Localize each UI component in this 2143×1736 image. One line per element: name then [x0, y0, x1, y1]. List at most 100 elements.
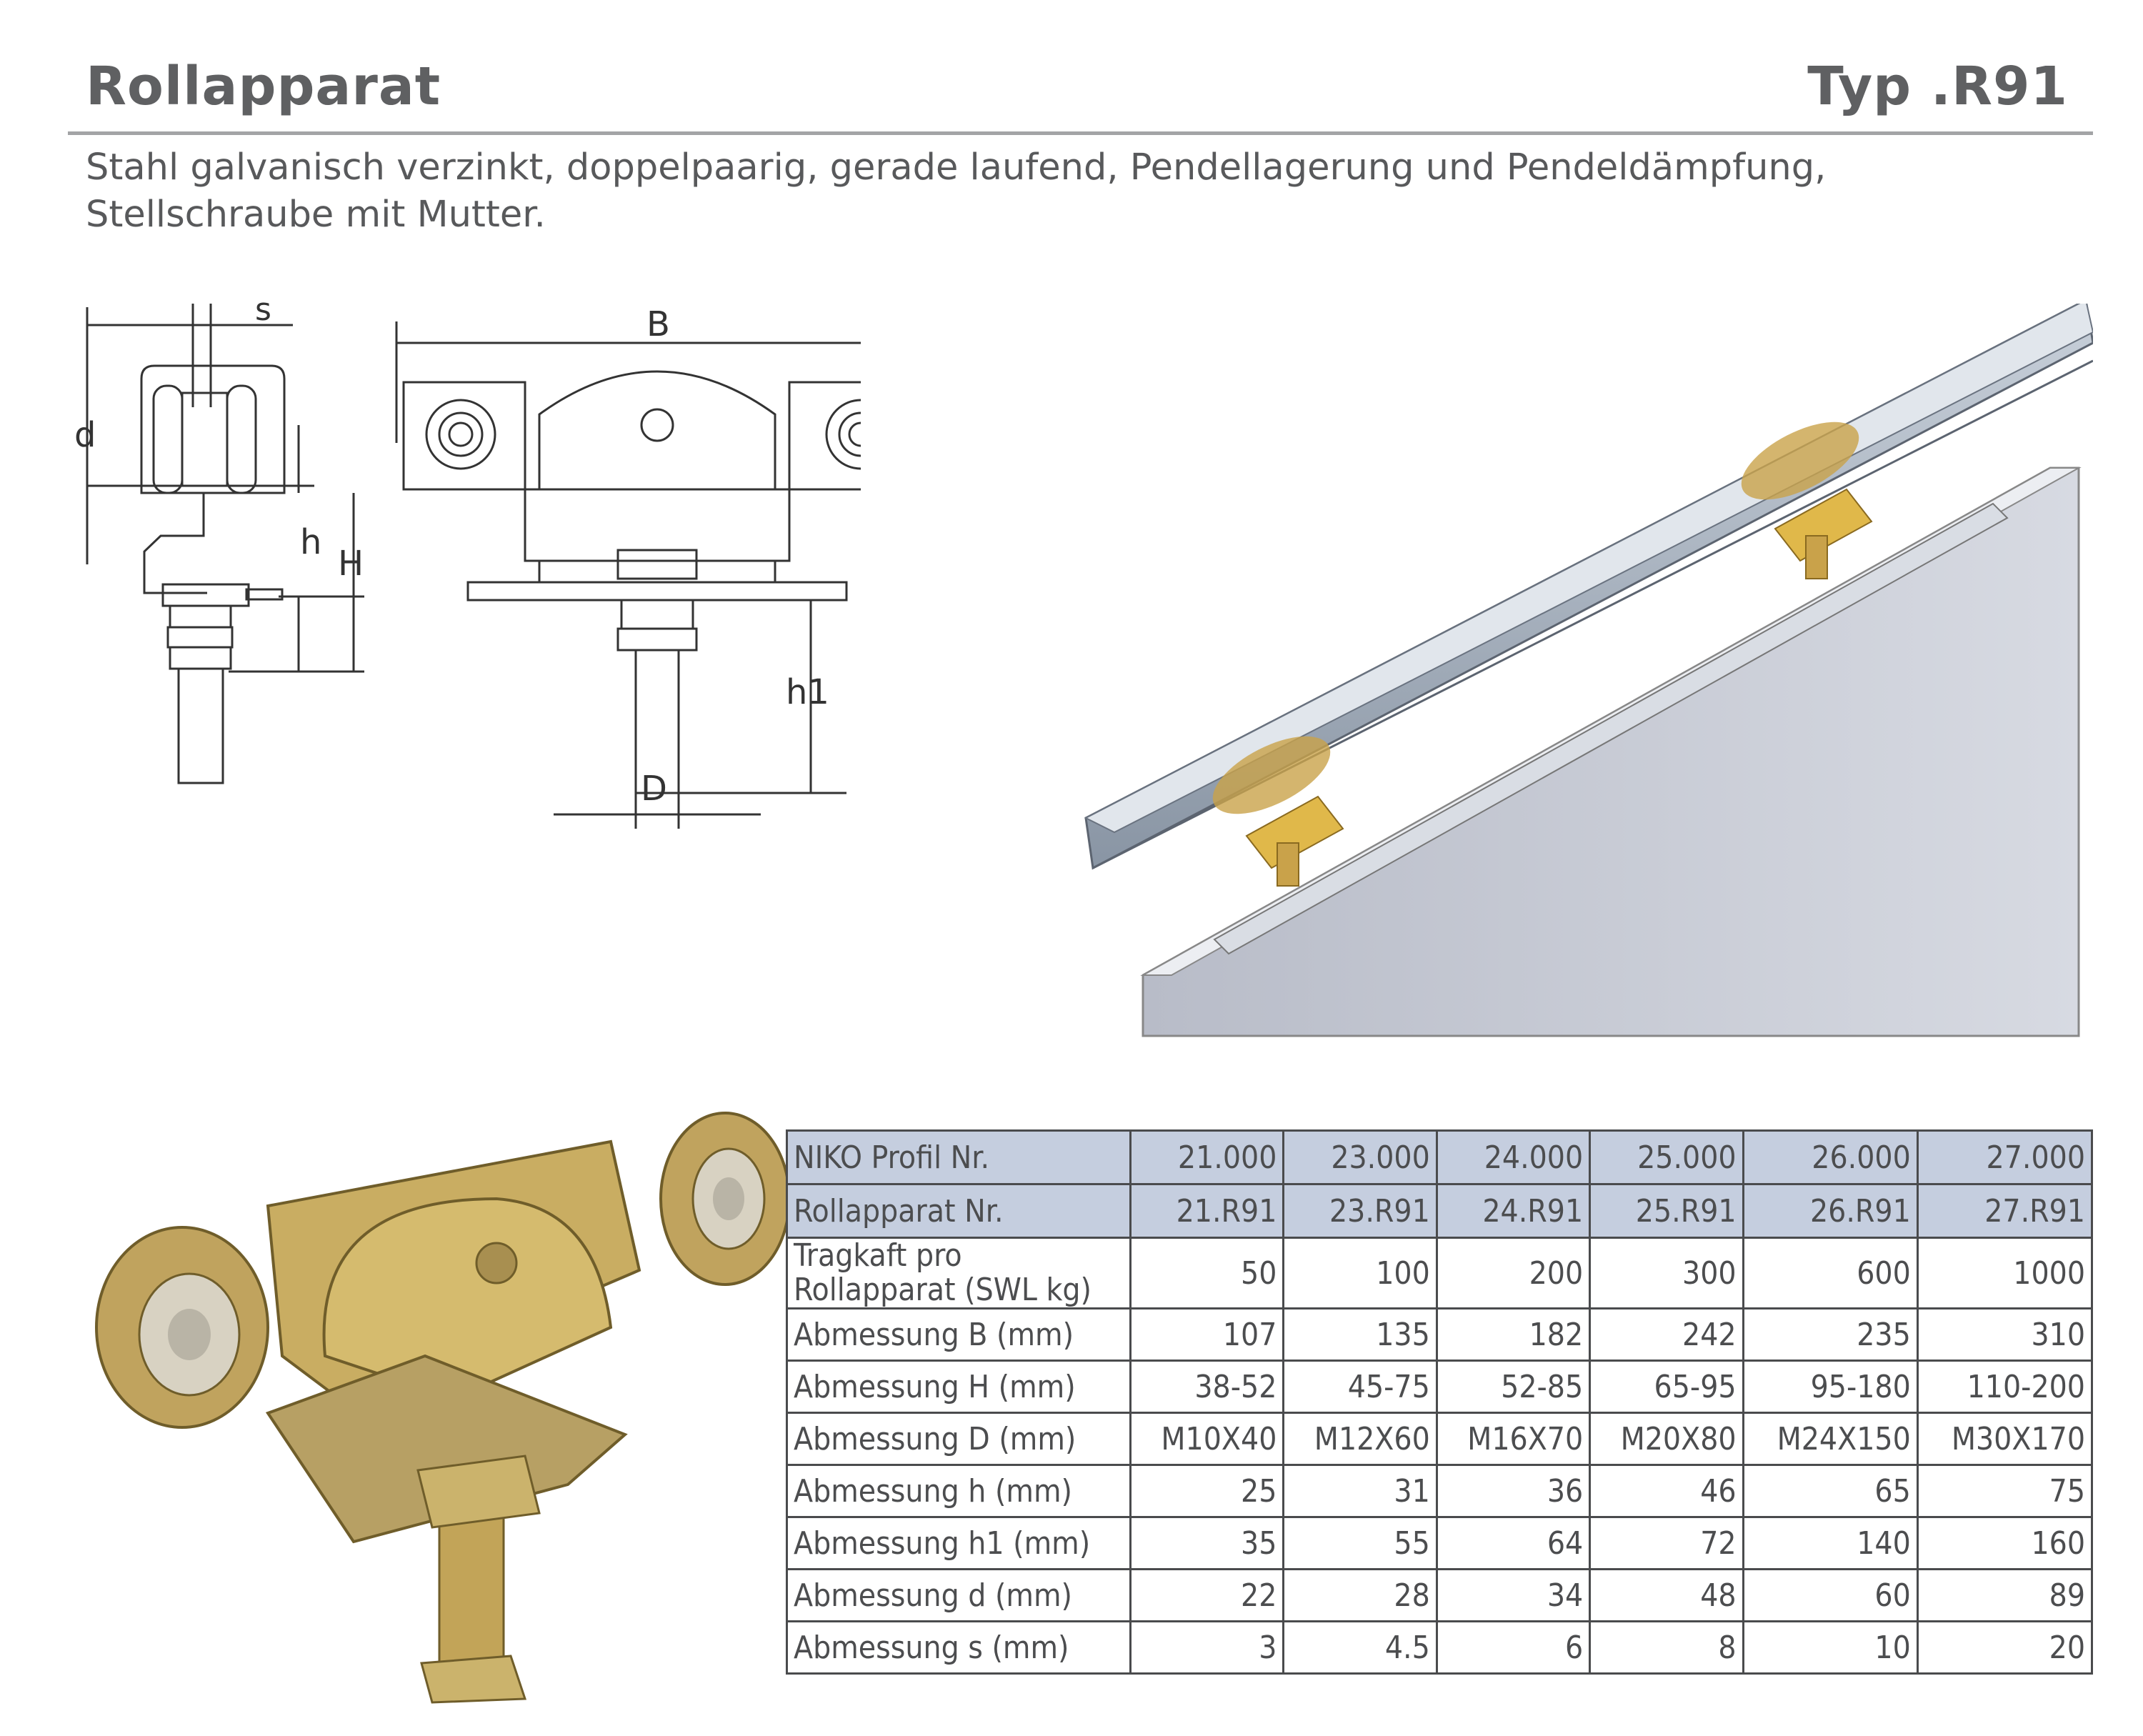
table-cell: 20 — [1916, 1620, 2094, 1675]
table-cell: 31 — [1282, 1464, 1438, 1518]
table-cell: M20X80 — [1589, 1412, 1744, 1466]
table-cell: 75 — [1916, 1464, 2094, 1518]
table-cell: 24.R91 — [1435, 1183, 1592, 1239]
table-cell: 4.5 — [1282, 1620, 1438, 1675]
table-cell: 27.000 — [1916, 1129, 2094, 1185]
product-description: Stahl galvanisch verzinkt, doppelpaarig,… — [86, 146, 1827, 236]
table-cell: 35 — [1129, 1516, 1285, 1570]
table-cell: M12X60 — [1282, 1412, 1438, 1466]
table-cell: 3 — [1129, 1620, 1285, 1675]
table-cell: 21.000 — [1129, 1129, 1285, 1185]
table-cell: 45-75 — [1282, 1360, 1438, 1414]
table-cell: 110-200 — [1916, 1360, 2094, 1414]
table-cell: 600 — [1742, 1237, 1919, 1310]
table-cell: 72 — [1589, 1516, 1744, 1570]
table-cell: 100 — [1282, 1237, 1438, 1310]
table-cell: 95-180 — [1742, 1360, 1919, 1414]
table-cell: 25 — [1129, 1464, 1285, 1518]
row-label: Abmessung s (mm) — [786, 1620, 1132, 1675]
header-divider — [68, 131, 2093, 135]
table-cell: 107 — [1129, 1307, 1285, 1362]
table-cell: 27.R91 — [1916, 1183, 2094, 1239]
table-cell: M16X70 — [1435, 1412, 1592, 1466]
table-cell: 34 — [1435, 1568, 1592, 1622]
table-cell: 182 — [1435, 1307, 1592, 1362]
row-label: Abmessung h (mm) — [786, 1464, 1132, 1518]
page-title: Rollapparat — [86, 56, 441, 117]
row-label-line: Rollapparat (SWL kg) — [794, 1272, 1092, 1308]
table-cell: 24.000 — [1435, 1129, 1592, 1185]
table-cell: M10X40 — [1129, 1412, 1285, 1466]
table-cell: 36 — [1435, 1464, 1592, 1518]
table-cell: 6 — [1435, 1620, 1592, 1675]
table-cell: 200 — [1435, 1237, 1592, 1310]
front-view-drawing: B h1 D — [395, 304, 861, 829]
table-cell: 25.000 — [1589, 1129, 1744, 1185]
table-cell: 10 — [1742, 1620, 1919, 1675]
row-label: Abmessung D (mm) — [786, 1412, 1132, 1466]
table-cell: 38-52 — [1129, 1360, 1285, 1414]
dim-label-s: s — [255, 291, 271, 328]
table-cell: 50 — [1129, 1237, 1285, 1310]
table-cell: 1000 — [1916, 1237, 2094, 1310]
dim-label-H: H — [338, 544, 364, 584]
table-cell: 26.000 — [1742, 1129, 1919, 1185]
dim-label-h1: h1 — [786, 672, 829, 712]
side-view-drawing: s d h H — [74, 291, 364, 784]
product-photo — [54, 1056, 789, 1706]
table-cell: M30X170 — [1916, 1412, 2094, 1466]
table-cell: 22 — [1129, 1568, 1285, 1622]
table-cell: 8 — [1589, 1620, 1744, 1675]
table-cell: 55 — [1282, 1516, 1438, 1570]
row-label: Abmessung d (mm) — [786, 1568, 1132, 1622]
table-cell: 23.R91 — [1282, 1183, 1438, 1239]
table-cell: 140 — [1742, 1516, 1919, 1570]
table-cell: 64 — [1435, 1516, 1592, 1570]
table-cell: 28 — [1282, 1568, 1438, 1622]
dim-label-h: h — [300, 522, 321, 562]
table-cell: 46 — [1589, 1464, 1744, 1518]
row-label: Rollapparat Nr. — [786, 1183, 1132, 1239]
row-label-line: Tragkaft pro — [794, 1237, 962, 1274]
table-cell: 52-85 — [1435, 1360, 1592, 1414]
dim-label-B: B — [646, 304, 670, 344]
row-label: Abmessung H (mm) — [786, 1360, 1132, 1414]
table-cell: 300 — [1589, 1237, 1744, 1310]
row-label: Abmessung B (mm) — [786, 1307, 1132, 1362]
table-cell: 21.R91 — [1129, 1183, 1285, 1239]
trolley-right — [1741, 421, 1873, 579]
dim-label-D: D — [641, 769, 667, 809]
row-label: NIKO Profil Nr. — [786, 1129, 1132, 1185]
table-cell: 242 — [1589, 1307, 1744, 1362]
table-cell: 60 — [1742, 1568, 1919, 1622]
dim-label-d: d — [74, 415, 96, 455]
table-cell: 310 — [1916, 1307, 2094, 1362]
table-cell: M24X150 — [1742, 1412, 1919, 1466]
table-cell: 23.000 — [1282, 1129, 1438, 1185]
table-cell: 65 — [1742, 1464, 1919, 1518]
type-code: Typ .R91 — [1807, 56, 2068, 117]
table-cell: 235 — [1742, 1307, 1919, 1362]
table-cell: 65-95 — [1589, 1360, 1744, 1414]
trolley-left — [1212, 736, 1344, 887]
table-cell: 26.R91 — [1742, 1183, 1919, 1239]
table-cell: 25.R91 — [1589, 1183, 1744, 1239]
row-label: Abmessung h1 (mm) — [786, 1516, 1132, 1570]
table-cell: 160 — [1916, 1516, 2094, 1570]
table-cell: 135 — [1282, 1307, 1438, 1362]
table-cell: 48 — [1589, 1568, 1744, 1622]
table-cell: 89 — [1916, 1568, 2094, 1622]
installation-illustration — [1084, 304, 2093, 1037]
